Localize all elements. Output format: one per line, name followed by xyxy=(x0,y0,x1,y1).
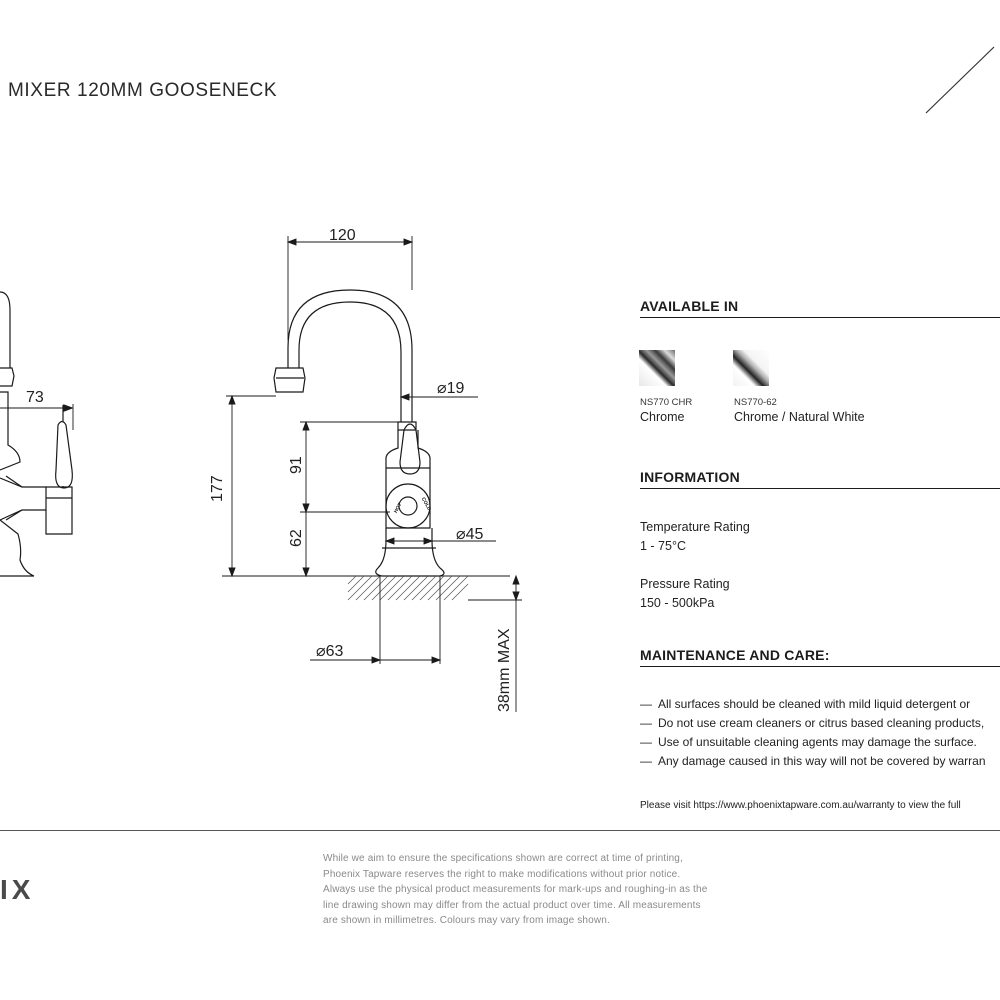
dim-spout-diameter: ⌀19 xyxy=(437,380,465,397)
disclaimer-line: While we aim to ensure the specification… xyxy=(323,853,683,864)
dim-spout-height: 91 xyxy=(288,456,305,474)
available-heading: AVAILABLE IN xyxy=(640,298,739,314)
bullet-dash: — xyxy=(640,735,652,749)
finish-code-chrome-white: NS770-62 xyxy=(734,397,777,408)
available-rule xyxy=(640,317,1000,318)
information-rule xyxy=(640,488,1000,489)
dim-body-diameter: ⌀45 xyxy=(456,526,484,543)
dim-total-height: 177 xyxy=(209,475,226,502)
list-item: — Use of unsuitable cleaning agents may d… xyxy=(640,734,986,753)
diameter-symbol: ⌀ xyxy=(456,526,466,543)
finish-name-chrome-white: Chrome / Natural White xyxy=(734,410,865,424)
footer-divider xyxy=(0,830,1000,831)
temperature-value: 1 - 75°C xyxy=(640,539,686,553)
hot-label: HOT xyxy=(393,502,403,514)
dim-mount-thickness: 38mm MAX xyxy=(496,628,513,712)
disclaimer-line: line drawing shown may differ from the a… xyxy=(323,899,701,911)
bullet-dash: — xyxy=(640,697,652,711)
maintenance-item-text: Any damage caused in this way will not b… xyxy=(658,754,986,768)
maintenance-item-text: Use of unsuitable cleaning agents may da… xyxy=(658,735,977,749)
chrome-swatch xyxy=(639,350,675,386)
pressure-label: Pressure Rating xyxy=(640,577,730,591)
pressure-value: 150 - 500kPa xyxy=(640,596,715,610)
diameter-symbol: ⌀ xyxy=(316,643,326,660)
maintenance-item-text: Do not use cream cleaners or citrus base… xyxy=(658,716,985,730)
warranty-visit-text[interactable]: Please visit https://www.phoenixtapware.… xyxy=(640,800,961,811)
list-item: — Do not use cream cleaners or citrus bas… xyxy=(640,715,986,734)
maintenance-heading: MAINTENANCE AND CARE: xyxy=(640,647,830,663)
maintenance-list: — All surfaces should be cleaned with mil… xyxy=(640,696,986,772)
dim-spout-width: 120 xyxy=(329,227,356,244)
disclaimer-line: Always use the physical product measurem… xyxy=(323,884,708,895)
list-item: — All surfaces should be cleaned with mil… xyxy=(640,696,986,715)
page-title: MIXER 120MM GOOSENECK xyxy=(8,80,278,101)
bullet-dash: — xyxy=(640,754,652,768)
side-view-drawing xyxy=(0,291,73,577)
finish-code-chrome: NS770 CHR xyxy=(640,397,693,408)
brand-logo-text: IX xyxy=(0,874,35,905)
diameter-symbol: ⌀ xyxy=(437,380,447,397)
disclaimer-line: are shown in millimetres. Colours may va… xyxy=(323,915,610,926)
finish-name-chrome: Chrome xyxy=(640,410,685,424)
dim-base-diameter: ⌀63 xyxy=(316,643,344,660)
information-heading: INFORMATION xyxy=(640,469,740,485)
chrome-white-swatch xyxy=(733,350,769,386)
disclaimer-line: Phoenix Tapware reserves the right to ma… xyxy=(323,868,681,880)
gooseneck-front-view xyxy=(273,289,445,577)
bench-hatching xyxy=(347,575,469,601)
list-item: — Any damage caused in this way will not … xyxy=(640,753,986,772)
bullet-dash: — xyxy=(640,716,652,730)
dim-handle-height: 62 xyxy=(288,529,305,547)
decorative-corner-line xyxy=(925,46,995,114)
dim-side-depth: 73 xyxy=(26,389,44,406)
maintenance-item-text: All surfaces should be cleaned with mild… xyxy=(658,697,971,711)
disclaimer: While we aim to ensure the specification… xyxy=(323,851,763,929)
technical-drawing: 73 120 ⌀19 177 91 62 ⌀45 ⌀63 38mm MAX HO… xyxy=(0,227,522,712)
temperature-label: Temperature Rating xyxy=(640,520,750,534)
maintenance-rule xyxy=(640,666,1000,667)
